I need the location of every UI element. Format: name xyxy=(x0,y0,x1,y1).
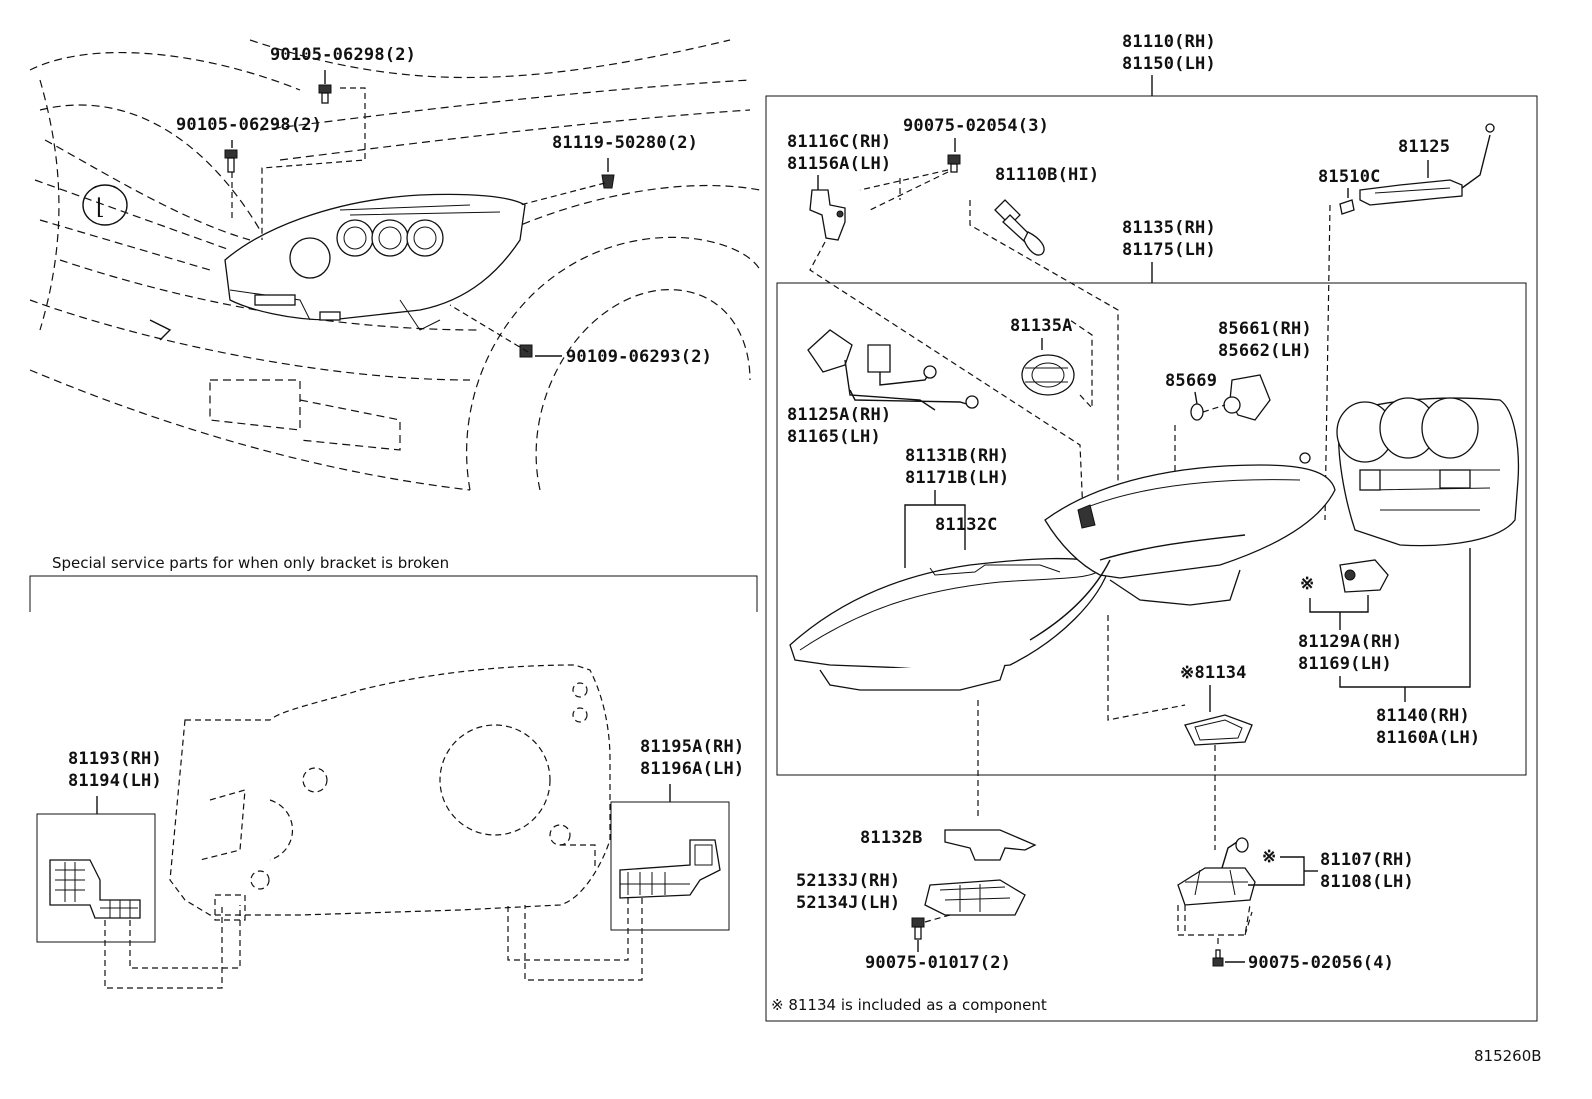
label-81132c: 81132C xyxy=(935,515,998,535)
wire-81125-icon xyxy=(1359,123,1495,206)
label-90075-01017: 90075-01017(2) xyxy=(865,953,1011,973)
bracket-81116c-icon xyxy=(809,189,846,241)
bracket-81193-icon xyxy=(49,859,141,919)
diagram-id: 815260B xyxy=(1474,1047,1542,1065)
headlamp-on-vehicle xyxy=(224,193,526,331)
bracket-section-title: Special service parts for when only brac… xyxy=(52,554,449,572)
bolt-90105-upper-icon xyxy=(318,84,332,104)
reflector-unit-81140-icon xyxy=(1336,397,1520,547)
label-81160a: 81160A(LH) xyxy=(1376,728,1480,748)
bracket-81195a-icon xyxy=(619,839,721,899)
label-52134j: 52134J(LH) xyxy=(796,893,900,913)
label-90105-06298-upper: 90105-06298(2) xyxy=(270,45,416,65)
holder-52133j-icon xyxy=(924,879,1026,916)
label-90075-02054: 90075-02054(3) xyxy=(903,116,1049,136)
gasket-81134-icon xyxy=(1184,714,1253,746)
label-81510c: 81510C xyxy=(1318,167,1381,187)
component-note: ※ 81134 is included as a component xyxy=(771,996,1047,1014)
label-81135: 81135(RH) xyxy=(1122,218,1216,238)
bracket-81132b-icon xyxy=(944,829,1037,861)
mark-81107: ※ xyxy=(1262,847,1276,867)
bulb-81110b-icon xyxy=(994,199,1045,256)
socket-81510c-icon xyxy=(1339,199,1355,215)
label-81194: 81194(LH) xyxy=(68,771,162,791)
assembly-inner-box xyxy=(776,282,1527,776)
label-90105-06298-lower: 90105-06298(2) xyxy=(176,115,322,135)
label-81107: 81107(RH) xyxy=(1320,850,1414,870)
ballast-connector-81129a-icon xyxy=(1339,559,1389,593)
label-81169: 81169(LH) xyxy=(1298,654,1392,674)
label-81175: 81175(LH) xyxy=(1122,240,1216,260)
label-81135a: 81135A xyxy=(1010,316,1073,336)
label-81108: 81108(LH) xyxy=(1320,872,1414,892)
label-81125: 81125 xyxy=(1398,137,1450,157)
assembly-outer-box xyxy=(765,95,1538,1022)
label-90075-02056: 90075-02056(4) xyxy=(1248,953,1394,973)
label-81119-50280: 81119-50280(2) xyxy=(552,133,698,153)
wire-harness-81125a-icon xyxy=(807,329,979,411)
label-52133j: 52133J(RH) xyxy=(796,871,900,891)
label-81150: 81150(LH) xyxy=(1122,54,1216,74)
label-85669: 85669 xyxy=(1165,371,1217,391)
mark-81129a: ※ xyxy=(1300,574,1314,594)
label-81165: 81165(LH) xyxy=(787,427,881,447)
screw-90075-02054-icon xyxy=(947,154,961,173)
bracket-section-bracket-line xyxy=(29,575,758,612)
clip-81119-icon xyxy=(601,174,615,189)
socket-81135a-icon xyxy=(1021,354,1075,396)
screw-90075-02056-icon xyxy=(1212,949,1224,967)
label-81116c: 81116C(RH) xyxy=(787,132,891,152)
label-81125a: 81125A(RH) xyxy=(787,405,891,425)
label-90109-06293: 90109-06293(2) xyxy=(566,347,712,367)
bolt-90105-lower-icon xyxy=(224,149,238,173)
label-81129a: 81129A(RH) xyxy=(1298,632,1402,652)
svg-text:⌊: ⌊ xyxy=(96,195,105,220)
label-81131b: 81131B(RH) xyxy=(905,446,1009,466)
label-81193: 81193(RH) xyxy=(68,749,162,769)
leveling-motor-85661-icon xyxy=(1223,374,1271,421)
ballast-81107-icon xyxy=(1177,837,1256,936)
label-81156a: 81156A(LH) xyxy=(787,154,891,174)
label-81134: ※81134 xyxy=(1180,663,1247,683)
vehicle-front-illustration: ⌊ xyxy=(29,39,761,491)
screw-90075-01017-icon xyxy=(911,917,925,940)
label-81196a: 81196A(LH) xyxy=(640,759,744,779)
label-81195a: 81195A(RH) xyxy=(640,737,744,757)
o-ring-85669-icon xyxy=(1190,403,1204,421)
label-81110: 81110(RH) xyxy=(1122,32,1216,52)
headlamp-housing-rear-view xyxy=(169,664,611,921)
label-85662: 85662(LH) xyxy=(1218,341,1312,361)
label-81140: 81140(RH) xyxy=(1376,706,1470,726)
label-81110b: 81110B(HI) xyxy=(995,165,1099,185)
housing-81132c-icon xyxy=(1029,452,1336,641)
label-81171b: 81171B(LH) xyxy=(905,468,1009,488)
label-85661: 85661(RH) xyxy=(1218,319,1312,339)
lens-81131b-icon xyxy=(789,557,1111,691)
box-bracket-81193 xyxy=(36,813,156,943)
label-81132b: 81132B xyxy=(860,828,923,848)
